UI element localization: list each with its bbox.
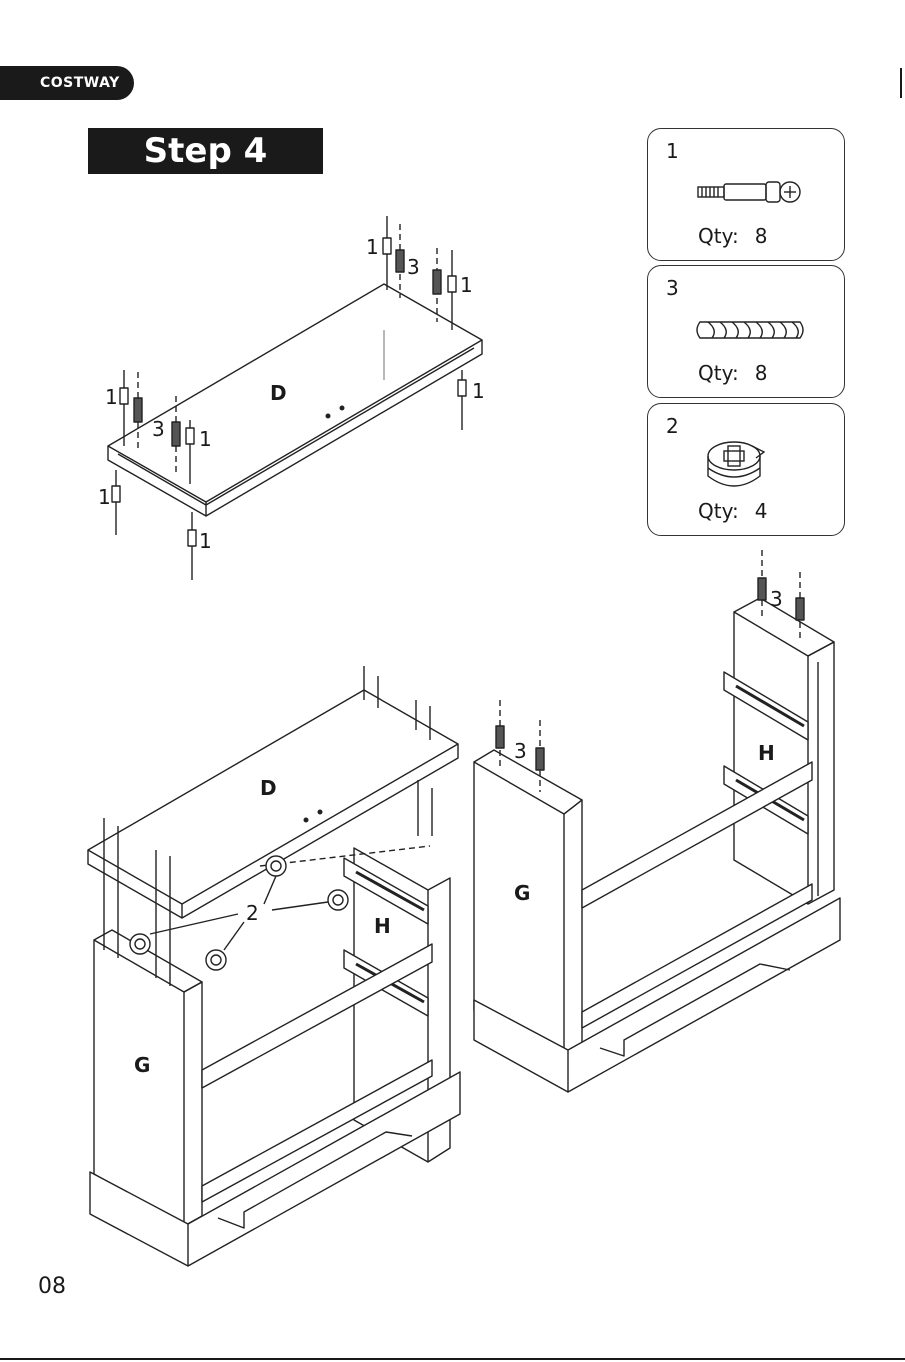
footer-rule: [0, 1358, 905, 1360]
svg-text:G: G: [134, 1053, 150, 1077]
full-assembly-left: [88, 666, 460, 1266]
svg-text:1: 1: [199, 529, 212, 553]
svg-text:G: G: [514, 881, 530, 905]
svg-text:3: 3: [407, 255, 420, 279]
svg-text:1: 1: [105, 385, 118, 409]
svg-text:D: D: [270, 381, 287, 405]
svg-text:1: 1: [460, 273, 473, 297]
svg-text:H: H: [374, 914, 391, 938]
side-assembly-right: [474, 550, 840, 1092]
svg-text:D: D: [260, 776, 277, 800]
svg-text:H: H: [758, 741, 775, 765]
top-panel-d-exploded: [108, 284, 482, 516]
svg-text:3: 3: [514, 739, 527, 763]
svg-text:3: 3: [770, 587, 783, 611]
svg-text:3: 3: [152, 417, 165, 441]
svg-text:1: 1: [472, 379, 485, 403]
svg-text:1: 1: [98, 485, 111, 509]
svg-text:1: 1: [366, 235, 379, 259]
svg-text:1: 1: [199, 427, 212, 451]
svg-text:2: 2: [246, 901, 259, 925]
page-number: 08: [38, 1274, 66, 1299]
